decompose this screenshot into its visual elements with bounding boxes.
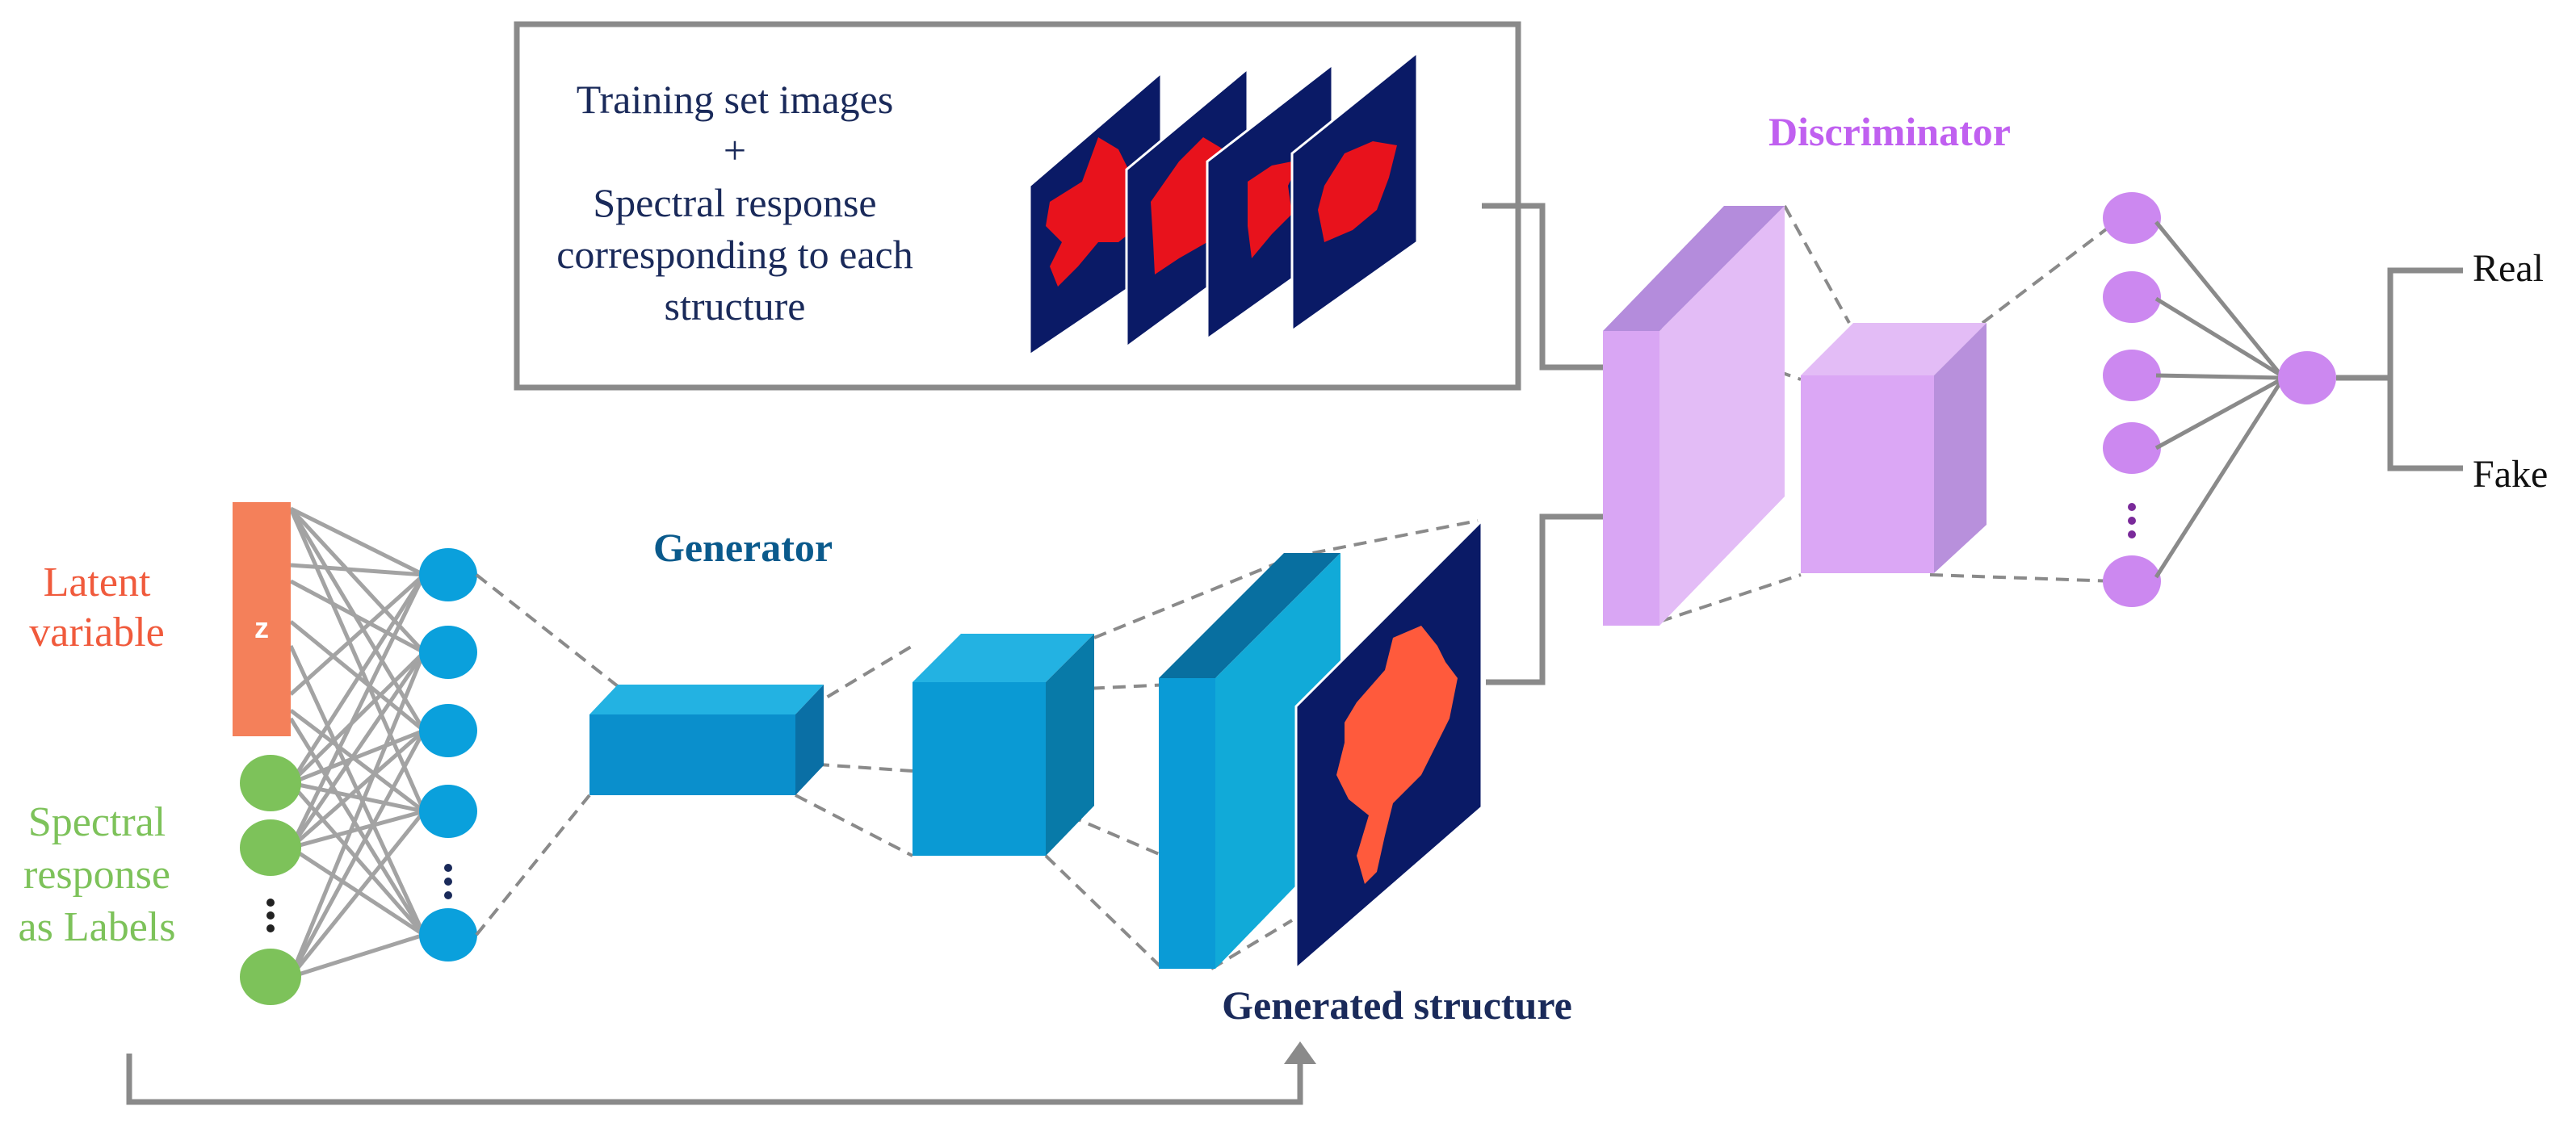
arrow-up-icon xyxy=(1284,1041,1316,1064)
latent-z-block: z xyxy=(233,502,291,736)
z-label: z xyxy=(254,611,269,644)
spectral-labels-line-2: response xyxy=(23,852,170,898)
training-image-4 xyxy=(1290,49,1419,333)
label-ellipsis-dot xyxy=(266,899,275,907)
disc-ellipsis-dot xyxy=(2128,517,2136,525)
gen-node xyxy=(419,626,477,679)
spectral-labels-line-3: as Labels xyxy=(19,904,176,950)
disc-to-output-edges xyxy=(2154,220,2284,579)
label-ellipsis-dot xyxy=(266,911,275,920)
disc-node xyxy=(2103,271,2161,323)
disc-node xyxy=(2103,350,2161,401)
generated-structure-label: Generated structure xyxy=(1222,982,1572,1028)
training-text-line-3: Spectral response xyxy=(593,180,876,225)
label-feedback-connector xyxy=(126,1041,1316,1105)
discriminator-layer-2 xyxy=(1801,323,1987,573)
latent-variable-label-line-2: variable xyxy=(29,610,164,656)
label-node xyxy=(240,755,301,811)
discriminator-title: Discriminator xyxy=(1768,109,2011,154)
generator-layer-2 xyxy=(913,634,1094,856)
gen-node xyxy=(419,704,477,757)
connector-training-to-discriminator xyxy=(1482,203,1607,371)
fake-label: Fake xyxy=(2473,453,2548,496)
training-text-line-1: Training set images xyxy=(577,77,894,122)
gen-ellipsis-dot xyxy=(444,864,452,872)
gen-node xyxy=(419,908,477,962)
training-image-stack xyxy=(1028,49,1419,358)
connector-generated-to-discriminator xyxy=(1486,513,1603,685)
gen-ellipsis-dot xyxy=(444,878,452,886)
gen-node xyxy=(419,548,477,601)
generator-hidden-nodes xyxy=(419,548,477,962)
generator-title: Generator xyxy=(653,525,833,570)
discriminator-layer-1 xyxy=(1603,206,1785,626)
real-label: Real xyxy=(2473,247,2544,290)
gen-ellipsis-dot xyxy=(444,891,452,899)
disc-ellipsis-dot xyxy=(2128,530,2136,538)
disc-output-node xyxy=(2278,351,2336,404)
disc-node xyxy=(2103,422,2161,474)
gen-node xyxy=(419,785,477,838)
real-fake-branch xyxy=(2336,267,2463,471)
disc-ellipsis-dot xyxy=(2128,503,2136,511)
label-input-nodes xyxy=(240,755,301,1005)
spectral-labels-line-1: Spectral xyxy=(28,799,166,845)
generated-structure-image xyxy=(1294,517,1483,972)
label-ellipsis-dot xyxy=(266,924,275,932)
disc-node xyxy=(2103,555,2161,607)
training-set-box: Training set images + Spectral response … xyxy=(514,21,1521,391)
label-node xyxy=(240,819,301,876)
input-hidden-edges xyxy=(288,506,426,979)
discriminator-node-column xyxy=(2103,192,2161,607)
label-node xyxy=(240,949,301,1005)
training-text-line-4: corresponding to each xyxy=(556,232,913,277)
training-text-line-5: structure xyxy=(665,283,806,329)
latent-variable-label-line-1: Latent xyxy=(44,559,151,605)
disc-node xyxy=(2103,192,2161,244)
training-text-line-2: + xyxy=(724,128,746,173)
generator-layer-1 xyxy=(589,685,824,795)
